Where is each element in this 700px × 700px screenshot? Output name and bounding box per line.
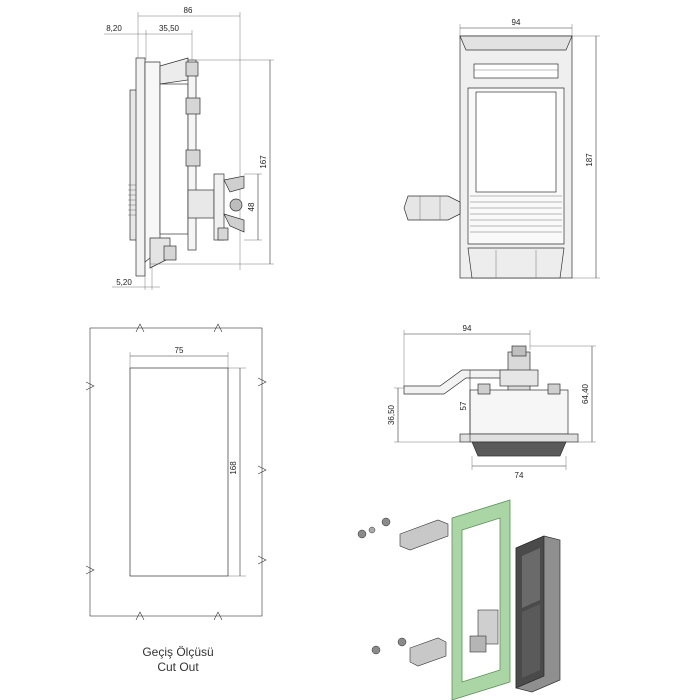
top-dim-57: 57 [459,401,468,410]
cutout-dim-168: 168 [229,461,238,475]
side-dim-5-20: 5,20 [116,278,132,287]
cutout-dim-75: 75 [175,346,184,355]
cutout-caption-tr: Geçiş Ölçüsü [142,645,213,659]
cutout-caption-en: Cut Out [157,660,199,674]
side-dim-35-50: 35,50 [159,24,180,33]
side-view: 86 8,20 35,50 [104,6,274,290]
top-dim-94: 94 [463,324,472,333]
side-dim-167: 167 [259,155,268,169]
top-dim-36-50: 36,50 [387,404,396,425]
exploded-assembly [357,499,561,700]
top-dim-64-40: 64,40 [581,383,590,404]
screws [357,517,407,655]
cutout-view: 75 168 Geçiş Ölçüsü Cut Out [85,323,267,674]
front-dim-94: 94 [512,18,521,27]
top-view: 94 36,50 57 64,40 74 [387,324,596,480]
bracket-bottom [409,637,447,667]
top-dim-74: 74 [515,471,524,480]
side-dim-8-20: 8,20 [106,24,122,33]
front-dim-187: 187 [585,153,594,167]
bracket-top [399,519,449,551]
side-dim-48: 48 [247,202,256,211]
side-dim-86: 86 [184,6,193,15]
front-view: 94 187 [403,18,600,279]
